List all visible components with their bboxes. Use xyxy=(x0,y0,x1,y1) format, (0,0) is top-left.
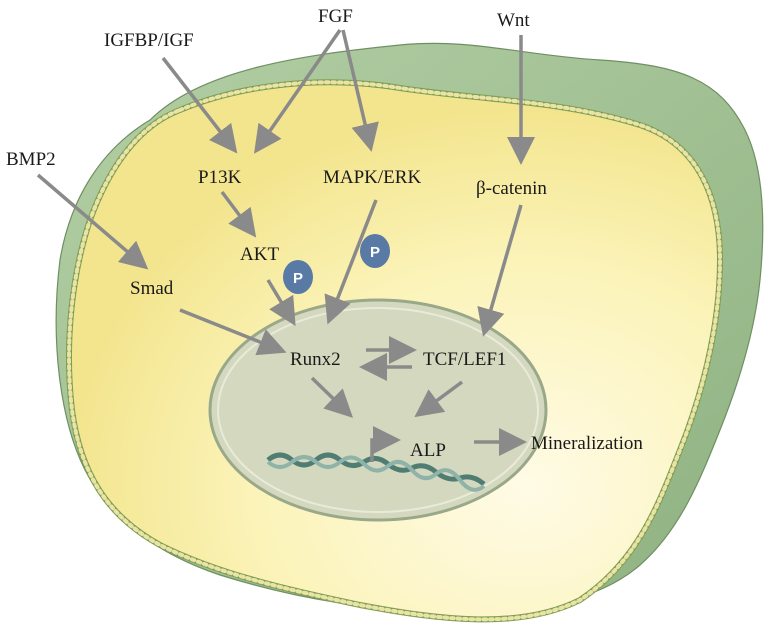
label-fgf: FGF xyxy=(318,6,353,27)
label-alp: ALP xyxy=(410,440,446,461)
label-wnt: Wnt xyxy=(497,10,530,31)
label-beta-catenin: β-catenin xyxy=(476,178,547,199)
label-bmp2: BMP2 xyxy=(6,149,56,170)
arrow-akt-to-runx2 xyxy=(266,279,296,327)
svg-text:P: P xyxy=(293,270,303,287)
label-tcf-lef1: TCF/LEF1 xyxy=(423,349,506,370)
arrow-fgf-to-mapk xyxy=(341,29,379,152)
arrow-tcf-to-alp xyxy=(414,380,464,418)
arrow-smad-to-runx2 xyxy=(179,308,287,356)
phospho-badge-mapk: P xyxy=(360,234,390,268)
arrow-runx2-to-alp xyxy=(310,376,354,418)
arrow-igf-to-pi3k xyxy=(161,56,238,154)
label-mapk-erk: MAPK/ERK xyxy=(323,167,421,188)
label-akt: AKT xyxy=(240,244,279,265)
nucleus-highlight xyxy=(217,307,539,513)
arrow-bmp2-to-smad xyxy=(36,173,149,270)
label-igfbp-igf: IGFBP/IGF xyxy=(104,30,194,51)
label-pi3k: P13K xyxy=(198,167,242,188)
dna-strand-icon xyxy=(266,452,486,492)
phospho-badge-akt: P xyxy=(283,260,313,294)
svg-text:P: P xyxy=(370,244,380,261)
label-mineralization: Mineralization xyxy=(531,433,643,454)
arrow-mapk-to-runx2 xyxy=(324,199,378,325)
arrow-fgf-to-pi3k xyxy=(254,29,342,154)
label-smad: Smad xyxy=(130,278,174,299)
nucleus xyxy=(208,298,548,522)
arrow-catenin-to-tcf xyxy=(477,204,523,337)
membrane-beads xyxy=(67,80,723,622)
promoter-arrow-icon xyxy=(370,426,401,462)
arrow-pi3k-to-akt xyxy=(220,190,257,238)
label-runx2: Runx2 xyxy=(290,349,341,370)
